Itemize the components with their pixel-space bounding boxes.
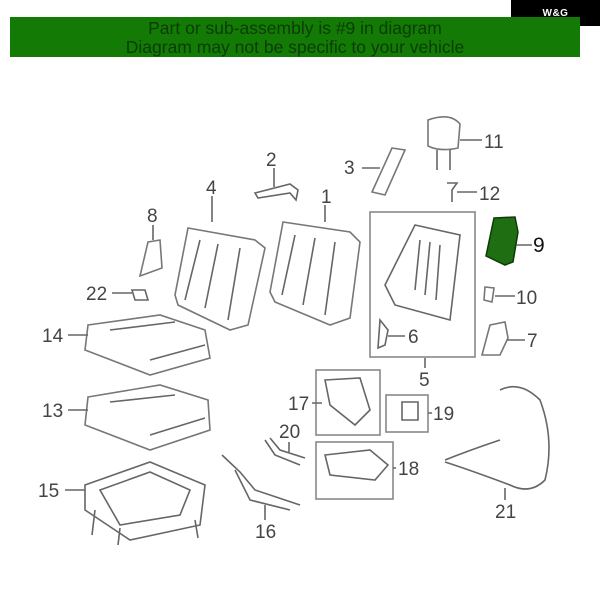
part-11-headrest[interactable] bbox=[427, 116, 461, 170]
callout-22: 22 bbox=[86, 284, 107, 305]
banner-line-1: Part or sub-assembly is #9 in diagram bbox=[148, 18, 442, 38]
part-21-cable[interactable] bbox=[444, 385, 550, 490]
callout-7: 7 bbox=[527, 331, 538, 352]
callout-10: 10 bbox=[516, 288, 537, 309]
part-1-seatback-pad[interactable] bbox=[269, 221, 361, 326]
part-7-cover[interactable] bbox=[480, 321, 509, 356]
callout-3: 3 bbox=[344, 158, 355, 179]
callout-12: 12 bbox=[479, 184, 500, 205]
notice-banner: Part or sub-assembly is #9 in diagram Di… bbox=[10, 17, 580, 57]
part-17-cover[interactable] bbox=[324, 377, 371, 427]
callout-9: 9 bbox=[533, 234, 545, 257]
callout-13: 13 bbox=[42, 401, 63, 422]
part-10-clip[interactable] bbox=[483, 286, 495, 303]
part-15-seat-frame[interactable] bbox=[84, 461, 206, 546]
part-20-bracket[interactable] bbox=[264, 437, 306, 466]
callout-17: 17 bbox=[288, 394, 309, 415]
callout-20: 20 bbox=[279, 422, 300, 443]
callout-4: 4 bbox=[206, 178, 217, 199]
callout-14: 14 bbox=[42, 326, 64, 347]
logo-text: W&G bbox=[542, 7, 569, 19]
callout-16: 16 bbox=[255, 522, 276, 543]
callout-5: 5 bbox=[419, 370, 430, 391]
part-14-seat-cushion-pad[interactable] bbox=[84, 314, 211, 376]
part-6-recliner[interactable] bbox=[377, 317, 389, 350]
callout-11: 11 bbox=[484, 132, 504, 153]
part-8-bracket[interactable] bbox=[138, 239, 163, 278]
callout-2: 2 bbox=[266, 150, 277, 171]
part-13-seat-cushion-cover[interactable] bbox=[84, 384, 211, 451]
part-4-seatback-cover[interactable] bbox=[174, 227, 266, 331]
banner-line-2: Diagram may not be specific to your vehi… bbox=[125, 37, 465, 57]
callout-6: 6 bbox=[408, 327, 419, 348]
part-19-switch[interactable] bbox=[401, 401, 419, 421]
callout-8: 8 bbox=[147, 206, 158, 227]
part-5-frame-box bbox=[369, 211, 476, 358]
part-18-cover[interactable] bbox=[324, 449, 390, 481]
part-5-seatback-frame[interactable] bbox=[384, 224, 461, 322]
part-2-bracket[interactable] bbox=[253, 183, 299, 202]
part-18-box bbox=[315, 441, 394, 500]
part-22-bolt[interactable] bbox=[130, 289, 150, 301]
part-3-cover[interactable] bbox=[370, 147, 407, 196]
callout-18: 18 bbox=[398, 459, 419, 480]
part-12-guide[interactable] bbox=[447, 182, 459, 202]
callout-1: 1 bbox=[321, 187, 332, 208]
part-16-adjuster[interactable] bbox=[221, 454, 301, 511]
part-9-highlighted-part[interactable] bbox=[485, 216, 519, 266]
callout-21: 21 bbox=[495, 502, 516, 523]
callout-15: 15 bbox=[38, 481, 59, 502]
part-19-box bbox=[385, 394, 429, 433]
callout-19: 19 bbox=[433, 404, 454, 425]
